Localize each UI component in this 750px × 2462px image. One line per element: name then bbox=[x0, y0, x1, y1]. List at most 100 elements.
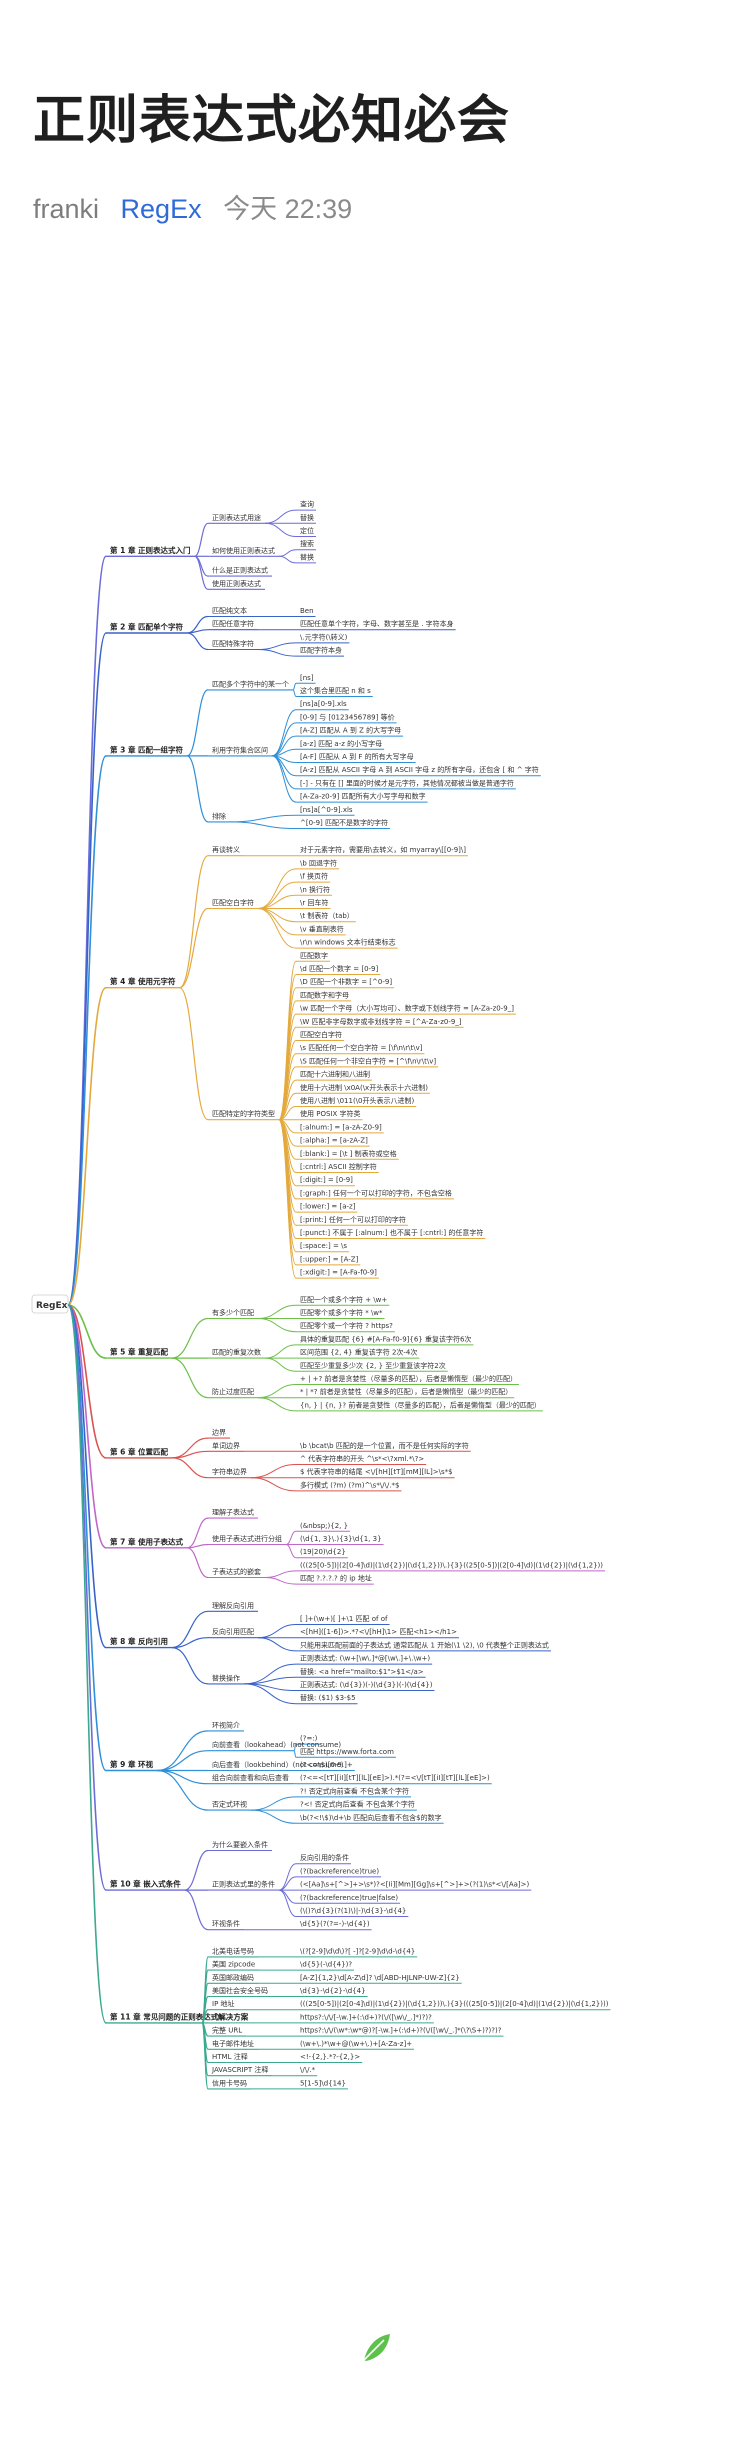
mindmap-edge bbox=[157, 1750, 209, 1772]
mindmap-leaf: \d 匹配一个数字 = [0-9] bbox=[300, 964, 379, 973]
mindmap-leaf: [:space:] = \s bbox=[300, 1242, 347, 1250]
mindmap-leaf: (?(backreference)true|false) bbox=[300, 1894, 398, 1902]
mindmap-chapter: 第 2 章 匹配单个字符 bbox=[110, 622, 184, 632]
mindmap-edge bbox=[186, 689, 209, 757]
mindmap-leaf: (\w+\.)*\w+@(\w+\.)+[A-Za-z]+ bbox=[300, 2040, 412, 2048]
mindmap-edge bbox=[171, 1357, 209, 1399]
mindmap-item: 单词边界 bbox=[212, 1441, 240, 1450]
mindmap-leaf: ?! 否定式向前查看 不包含某个字符 bbox=[300, 1786, 409, 1795]
mindmap-leaf: \r\n windows 文本行结束标志 bbox=[300, 938, 396, 947]
mindmap-chapter: 第 7 章 使用子表达式 bbox=[110, 1536, 184, 1546]
mindmap-leaf: 匹配至少重复多少次 {2, } 至少重复该字符2次 bbox=[300, 1361, 446, 1370]
mindmap-edge bbox=[278, 1876, 297, 1891]
mindmap-item: IP 地址 bbox=[212, 1999, 235, 2008]
mindmap-leaf: ^[0-9] 匹配不是数字的字符 bbox=[300, 818, 388, 827]
mindmap-leaf: 替换 bbox=[300, 552, 314, 561]
mindmap-item: 正则表达式用途 bbox=[212, 513, 261, 522]
mindmap-leaf: (?<=<[tT][iI][tT][lL][eE]>).*(?=<\/[tT][… bbox=[300, 1774, 490, 1782]
mindmap-item: URL bbox=[212, 2013, 226, 2021]
mindmap-root[interactable] bbox=[31, 1294, 69, 1314]
mindmap-item: 匹配任意字符 bbox=[212, 619, 254, 628]
mindmap-edge bbox=[271, 722, 297, 757]
mindmap-edge bbox=[67, 1304, 107, 1549]
mindmap-leaf: https?:\/\/(\w*:\w*@)?[-\w.]+(:\d+)?(\/(… bbox=[300, 2027, 502, 2035]
mindmap-chapter: 第 5 章 重复匹配 bbox=[110, 1347, 169, 1357]
regex-mindmap: RegEx查询替换定位正则表达式用途搜索替换如何使用正则表达式什么是正则表达式使… bbox=[31, 500, 611, 2090]
mindmap-edge bbox=[186, 615, 209, 634]
mindmap-edge bbox=[171, 1317, 209, 1359]
mindmap-edge bbox=[157, 1730, 209, 1772]
mindmap-item: 向前查看（lookahead）(not consume) bbox=[212, 1740, 341, 1749]
mindmap-edge bbox=[171, 1610, 209, 1649]
mindmap-item: 理解子表达式 bbox=[212, 1508, 254, 1517]
mindmap-chapter: 第 10 章 嵌入式条件 bbox=[110, 1879, 181, 1889]
mindmap-leaf: 只能用来匹配前面的子表达式 通常匹配从 1 开始(\1 \2), \0 代表整个… bbox=[300, 1640, 549, 1649]
mindmap-leaf: 使用 POSIX 字符类 bbox=[300, 1109, 360, 1118]
mindmap-edge bbox=[278, 1079, 297, 1121]
mindmap-edge bbox=[229, 821, 297, 829]
mindmap-leaf: 匹配空白字符 bbox=[300, 1030, 342, 1039]
mindmap-edge bbox=[278, 549, 297, 557]
mindmap-leaf: (\d{1, 3}\.){3}\d{1, 3} bbox=[300, 1535, 382, 1543]
mindmap-item: 匹配多个字符中的某一个 bbox=[212, 679, 289, 688]
mindmap-leaf: 正则表达式: (\d{3})(-)(\d{3})(-)(\d{4}) bbox=[300, 1680, 433, 1689]
author-name[interactable]: franki bbox=[33, 194, 100, 224]
mindmap-item: 为什么要嵌入条件 bbox=[212, 1840, 268, 1849]
mindmap-edge bbox=[186, 1547, 209, 1579]
category-tag[interactable]: RegEx bbox=[120, 194, 202, 224]
mindmap-item: 匹配的重复次数 bbox=[212, 1348, 261, 1357]
mindmap-leaf: \W 匹配非字母数字或非划线字符 = [^A-Za-z0-9_] bbox=[300, 1017, 462, 1026]
mindmap-leaf: [:cntrl:] ASCII 控制字符 bbox=[300, 1162, 377, 1171]
mindmap-edge bbox=[271, 755, 297, 790]
mindmap-item: 美国 zipcode bbox=[212, 1960, 255, 1969]
mindmap-leaf: 匹配数字和字母 bbox=[300, 990, 349, 999]
mindmap-item: 完整 URL bbox=[212, 2026, 242, 2035]
mindmap-edge bbox=[184, 1889, 209, 1931]
mindmap-item: 匹配特殊字符 bbox=[212, 639, 254, 648]
mindmap-leaf: 正则表达式: (\w+[\w\.]*@[\w\.]+\.\w+) bbox=[300, 1654, 430, 1663]
mindmap-edge bbox=[264, 1577, 297, 1585]
mindmap-leaf: 匹配零个或多个字符 * \w* bbox=[300, 1308, 383, 1317]
mindmap-leaf: 匹配 ?.?.?.? 的 ip 地址 bbox=[300, 1574, 372, 1583]
mindmap-edge bbox=[271, 709, 297, 757]
mindmap-edge bbox=[285, 1544, 297, 1559]
mindmap-item: 理解反向引用 bbox=[212, 1601, 254, 1610]
mindmap-edge bbox=[257, 1397, 297, 1412]
mindmap-leaf: 这个集合里匹配 n 和 s bbox=[300, 686, 371, 695]
mindmap-chapter: 第 1 章 正则表达式入门 bbox=[110, 545, 191, 555]
mindmap-edge bbox=[257, 642, 297, 650]
mindmap-item: 什么是正则表达式 bbox=[212, 566, 268, 575]
mindmap-leaf: \b(?<!\$)\d+\b 匹配向后查看不包含$的数字 bbox=[300, 1813, 442, 1822]
mindmap-item: 边界 bbox=[212, 1428, 226, 1437]
mindmap-leaf: 反向引用的条件 bbox=[300, 1853, 349, 1862]
mindmap-leaf: 匹配任意单个字符，字母、数字甚至是 . 字符本身 bbox=[300, 619, 454, 628]
mindmap-item: 替换操作 bbox=[212, 1673, 240, 1682]
mindmap-leaf: * | *? 前者是贪婪性（尽量多的匹配），后者是懒惰型（最少的匹配） bbox=[300, 1387, 512, 1396]
mindmap-leaf: [A-z] 匹配从 ASCII 字母 A 到 ASCII 字母 z 的所有字母，… bbox=[300, 765, 539, 774]
mindmap-edge bbox=[264, 509, 297, 524]
mindmap-edge bbox=[257, 908, 297, 923]
mindmap-edge bbox=[172, 1457, 209, 1479]
mindmap-leaf: 使用八进制 \011(\0开头表示八进制) bbox=[300, 1096, 414, 1105]
mindmap-edge bbox=[67, 1304, 107, 1772]
mindmap-edge bbox=[257, 649, 297, 657]
mindmap-leaf: \d{3}-\d{2}-\d{4} bbox=[300, 1987, 366, 1995]
mindmap-item: HTML 注释 bbox=[212, 2052, 248, 2061]
mindmap-item: 英国邮政编码 bbox=[212, 1973, 254, 1982]
mindmap-edge bbox=[171, 1647, 209, 1685]
mindmap-leaf: [:alnum:] = [a-zA-Z0-9] bbox=[300, 1123, 382, 1131]
mindmap-leaf: [A-Z]{1,2}\d[A-Z\d]? \d[ABD-HJLNP-UW-Z]{… bbox=[300, 1974, 460, 1982]
mindmap-leaf: \w 匹配一个字母（大小写均可）、数字或下划线字符 = [A-Za-z0-9_] bbox=[300, 1004, 514, 1013]
mindmap-item: 如何使用正则表达式 bbox=[212, 546, 275, 555]
mindmap-edge bbox=[187, 629, 209, 634]
mindmap-leaf: (?=:) bbox=[300, 1735, 318, 1743]
mindmap-leaf: (&nbsp;){2, } bbox=[300, 1522, 348, 1530]
mindmap-edge bbox=[67, 555, 107, 1306]
mindmap-edge bbox=[186, 755, 209, 823]
mindmap-leaf: (?<=\$)[0-9.]+ bbox=[300, 1761, 353, 1769]
mindmap-edge bbox=[257, 1384, 297, 1399]
mindmap-chapter: 第 4 章 使用元字符 bbox=[110, 976, 176, 986]
mindmap-leaf: 对于元素字符，需要用\去转义，如 myarray\[[0-9]\] bbox=[300, 845, 466, 854]
mindmap-leaf: \(?[2-9]\d\d\)?[ -]?[2-9]\d\d-\d{4} bbox=[300, 1947, 415, 1955]
mindmap-leaf: (?(backreference)true) bbox=[300, 1867, 379, 1875]
